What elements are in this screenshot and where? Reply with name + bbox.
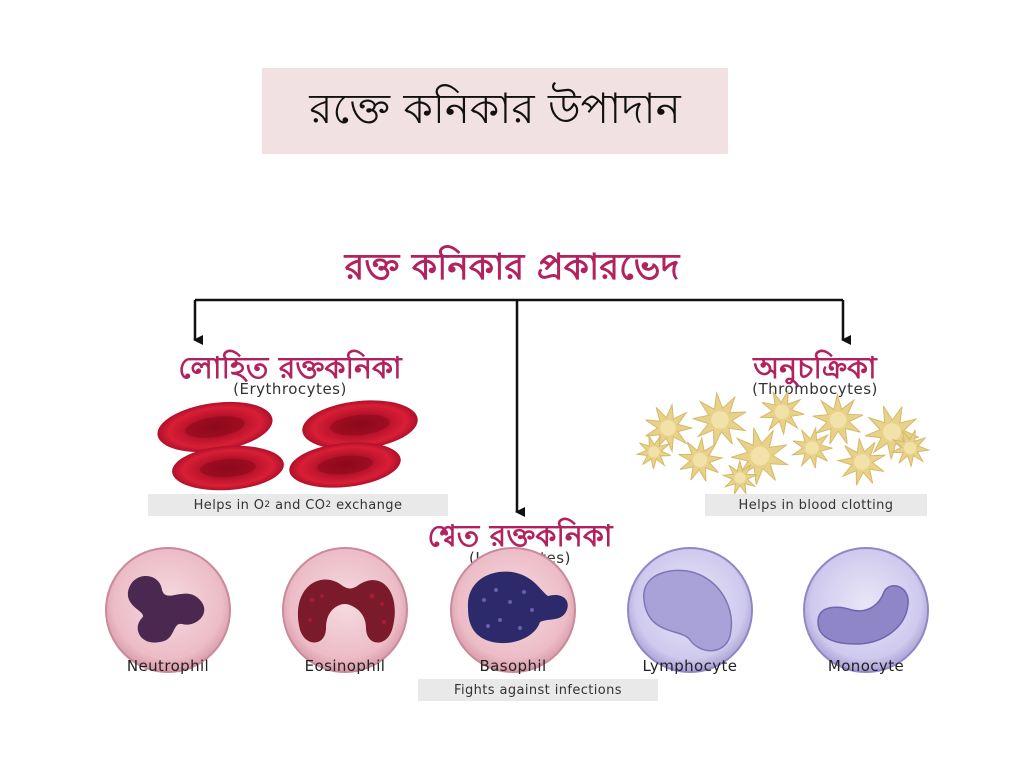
platelet-cell — [836, 438, 887, 486]
rbc-cell — [289, 442, 401, 488]
rbc-label-bn: লোহিত রক্তকনিকা — [178, 351, 402, 386]
rbc-label-en: (Erythrocytes) — [233, 380, 347, 398]
lymphocyte-cell — [627, 547, 753, 673]
platelet-cell — [692, 391, 747, 447]
wbc-type-label: Basophil — [479, 657, 547, 675]
rbc-caption-sub1: 2 — [264, 500, 271, 510]
wbc-type-label: Neutrophil — [126, 657, 210, 675]
platelet-cell — [645, 402, 694, 454]
platelet-cell — [758, 390, 805, 436]
rbc-caption-part2: and CO — [275, 497, 326, 513]
wbc-caption: Fights against infections — [418, 679, 658, 701]
platelet-cell — [790, 425, 833, 469]
rbc-cell — [157, 401, 273, 453]
eosinophil-cell — [282, 547, 408, 673]
neutrophil-cell — [105, 547, 231, 673]
rbc-caption-part1: Helps in O — [193, 497, 265, 513]
rbc-cell — [302, 400, 418, 450]
platelet-cell — [635, 433, 671, 470]
wbc-type-label: Lymphocyte — [642, 657, 738, 675]
rbc-caption-sub2: 2 — [325, 500, 332, 510]
platelet-cell — [812, 392, 864, 445]
rbc-caption-part3: exchange — [336, 497, 403, 513]
platelet-cell — [678, 436, 724, 482]
platelet-cell — [721, 459, 757, 495]
platelets-label-en: (Thrombocytes) — [752, 380, 878, 398]
wbc-type-label: Monocyte — [827, 657, 905, 675]
slide-title: রক্তে কনিকার উপাদান — [262, 68, 728, 154]
platelets-caption: Helps in blood clotting — [705, 494, 927, 516]
rbc-cell — [172, 445, 284, 491]
diagram-heading: রক্ত কনিকার প্রকারভেদ — [344, 247, 680, 288]
platelets-label-bn: অনুচক্রিকা — [753, 351, 877, 386]
platelet-cell — [891, 429, 931, 467]
monocyte-cell — [803, 547, 929, 673]
basophil-cell — [450, 547, 576, 673]
wbc-type-label: Eosinophil — [304, 657, 386, 675]
